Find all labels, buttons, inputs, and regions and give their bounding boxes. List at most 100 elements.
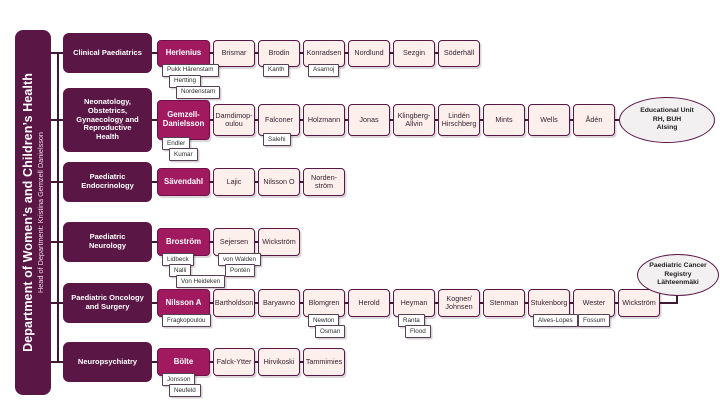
member-box: Herold xyxy=(348,289,390,317)
org-node: Brismar xyxy=(213,39,255,67)
org-node: Falck-Ytter xyxy=(213,348,255,376)
name-label: Stukenborg xyxy=(530,297,568,307)
connector-line xyxy=(210,52,213,54)
org-node: Hirvikoski xyxy=(258,348,300,376)
member-box: Falconer xyxy=(258,104,300,136)
lead-box: Herlenius xyxy=(157,39,210,67)
name-label: Konradsen xyxy=(306,47,342,57)
name-label: Bölte xyxy=(173,356,194,366)
name-label: Herlenius xyxy=(165,47,202,57)
department-title-bar: Department of Women’s and Children’s Hea… xyxy=(15,30,51,395)
member-box: Stukenborg xyxy=(528,289,570,317)
name-label: Nilsson A xyxy=(165,297,202,307)
member-box: Stenman xyxy=(483,289,525,317)
sub-box: Asarnoj xyxy=(308,63,340,77)
connector-line xyxy=(525,119,528,121)
sub-box: Osman xyxy=(315,325,346,339)
org-node: Holzmann xyxy=(303,104,345,136)
connector-line xyxy=(255,302,258,304)
member-box: Wells xyxy=(528,104,570,136)
connector-line xyxy=(152,361,157,363)
org-node: Sävendahl xyxy=(157,168,210,196)
org-node: Stenman xyxy=(483,289,525,317)
name-label: Sejersen xyxy=(219,236,249,246)
org-node: Nilsson O xyxy=(258,168,300,196)
member-box: Klingberg- Allvin xyxy=(393,104,435,136)
member-box: Damdimop- oulou xyxy=(213,104,255,136)
lead-box: Broström xyxy=(157,228,210,256)
name-label: Wester xyxy=(582,297,606,307)
org-node: Ådén xyxy=(573,104,615,136)
connector-line xyxy=(152,119,157,121)
connector-line xyxy=(480,119,483,121)
connector-line xyxy=(255,241,258,243)
name-label: Falck-Ytter xyxy=(216,356,252,366)
name-label: Jonas xyxy=(359,114,379,124)
member-box: Hirvikoski xyxy=(258,348,300,376)
member-box: Brismar xyxy=(213,39,255,67)
connector-line xyxy=(615,302,618,304)
head-of-department-label: Head of Department: Kristina Gemzell Dan… xyxy=(36,131,45,293)
connector-line xyxy=(210,241,213,243)
member-box: Kogner/ Johnsen xyxy=(438,289,480,317)
ellipse-label-line: Paediatric Cancer xyxy=(649,261,707,269)
org-node: Klingberg- Allvin xyxy=(393,104,435,136)
lead-box: Nilsson A xyxy=(157,289,210,317)
member-box: Nordlund xyxy=(348,39,390,67)
connector-line xyxy=(345,52,348,54)
trunk-line xyxy=(57,53,59,362)
org-node: Norden- ström xyxy=(303,168,345,196)
name-label: Holzmann xyxy=(307,114,341,124)
name-label: Tammimies xyxy=(305,356,343,366)
member-box: Blomgren xyxy=(303,289,345,317)
department-box: Paediatric Neurology xyxy=(63,222,152,262)
connector-line xyxy=(570,119,573,121)
member-box: Konradsen xyxy=(303,39,345,67)
sub-box: Kumar xyxy=(169,148,198,162)
ellipse-label-line: Lähteenmäki xyxy=(657,279,699,287)
sub-box: Flood xyxy=(405,325,431,339)
name-label: Wells xyxy=(540,114,558,124)
sub-box: Neufeld xyxy=(169,384,201,398)
department-box: Paediatric Endocrinology xyxy=(63,162,152,202)
connector-line xyxy=(255,119,258,121)
ellipse-label-line: Educational Unit xyxy=(640,106,694,114)
name-label: Stenman xyxy=(489,297,519,307)
sub-box: Endler xyxy=(162,137,191,151)
name-label: Gemzell- Danielsson xyxy=(162,110,205,128)
department-label: Clinical Paediatrics xyxy=(73,47,142,57)
name-label: Söderhäll xyxy=(443,47,475,57)
org-node: Wells xyxy=(528,104,570,136)
org-row: Neonatology, Obstetrics, Gynaecology and… xyxy=(63,88,715,162)
org-node: Baryawno xyxy=(258,289,300,317)
department-box: Neonatology, Obstetrics, Gynaecology and… xyxy=(63,88,152,152)
connector-line xyxy=(255,181,258,183)
member-box: Norden- ström xyxy=(303,168,345,196)
connector-line xyxy=(152,181,157,183)
branch-stub-line xyxy=(50,119,64,121)
name-label: Herold xyxy=(358,297,380,307)
name-label: Baryawno xyxy=(263,297,295,307)
member-box: Jonas xyxy=(348,104,390,136)
name-label: Heyman xyxy=(400,297,428,307)
department-label: Paediatric Neurology xyxy=(88,232,127,250)
connector-line xyxy=(345,302,348,304)
name-label: Blomgren xyxy=(308,297,340,307)
sub-box: Pukk Härenstam xyxy=(162,63,219,77)
connector-line xyxy=(210,302,213,304)
org-node: Sezgin xyxy=(393,39,435,67)
name-label: Wickström xyxy=(262,236,296,246)
branch-stub-line xyxy=(50,52,64,54)
member-box: Falck-Ytter xyxy=(213,348,255,376)
member-box: Tammimies xyxy=(303,348,345,376)
connector-line xyxy=(152,302,157,304)
connector-line xyxy=(390,302,393,304)
name-label: Nilsson O xyxy=(263,176,295,186)
connector-line xyxy=(345,119,348,121)
